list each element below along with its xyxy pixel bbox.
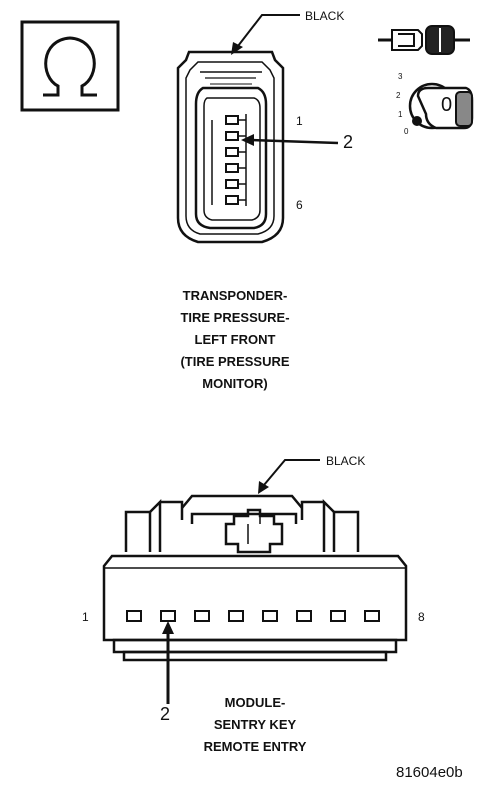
pin-cavity — [160, 610, 176, 622]
pin-cavity — [262, 610, 278, 622]
pin-cavity — [225, 131, 239, 141]
bottom-connector-caption: MODULE- SENTRY KEY REMOTE ENTRY — [160, 692, 350, 758]
pin-cavity — [225, 147, 239, 157]
bottom-connector-pins — [126, 610, 380, 622]
bottom-connector — [102, 494, 408, 662]
ignition-position-0: 0 — [404, 127, 409, 136]
caption-line: (TIRE PRESSURE — [180, 354, 290, 369]
ignition-position-3: 3 — [398, 72, 403, 81]
top-pin-last-label: 6 — [296, 198, 303, 212]
caption-line: REMOTE ENTRY — [203, 739, 307, 754]
top-callout-line — [251, 138, 339, 145]
ohm-symbol-icon — [20, 20, 120, 112]
caption-line: LEFT FRONT — [194, 332, 276, 347]
ignition-position-1: 1 — [398, 110, 403, 119]
top-connector — [176, 50, 285, 244]
top-connector-caption: TRANSPONDER- TIRE PRESSURE- LEFT FRONT (… — [140, 285, 330, 395]
caption-line: TRANSPONDER- — [182, 288, 288, 303]
top-connector-color-label: BLACK — [305, 9, 345, 23]
pin-cavity — [126, 610, 142, 622]
top-color-leader — [237, 14, 300, 47]
top-callout-number: 2 — [343, 132, 354, 152]
caption-line: MONITOR) — [202, 376, 268, 391]
ignition-key-icon — [408, 82, 474, 130]
bottom-color-leader — [263, 459, 320, 486]
fuse-icon — [378, 25, 470, 55]
pin-cavity — [228, 610, 244, 622]
bottom-color-arrowhead — [258, 481, 269, 494]
bottom-pin-first-label: 1 — [82, 610, 89, 624]
ignition-key-label: 0 — [441, 94, 453, 116]
pin-cavity — [225, 115, 239, 125]
top-connector-pins — [225, 115, 239, 205]
pin-cavity — [330, 610, 346, 622]
top-pin-rungs — [238, 114, 247, 206]
pin-cavity — [225, 163, 239, 173]
bottom-callout-arrowhead — [162, 621, 174, 634]
bottom-callout-number: 2 — [160, 704, 171, 724]
top-callout-arrowhead — [241, 134, 254, 146]
pin-cavity — [364, 610, 380, 622]
caption-line: MODULE- — [224, 695, 286, 710]
bottom-connector-color-label: BLACK — [326, 454, 366, 468]
top-pin-first-label: 1 — [296, 114, 303, 128]
pin-cavity — [225, 179, 239, 189]
pin-cavity — [225, 195, 239, 205]
ignition-position-2: 2 — [396, 91, 401, 100]
caption-line: TIRE PRESSURE- — [180, 310, 290, 325]
bottom-pin-last-label: 8 — [418, 610, 425, 624]
figure-id: 81604e0b — [396, 764, 463, 781]
caption-line: SENTRY KEY — [213, 717, 297, 732]
pin-cavity — [296, 610, 312, 622]
pin-cavity — [194, 610, 210, 622]
